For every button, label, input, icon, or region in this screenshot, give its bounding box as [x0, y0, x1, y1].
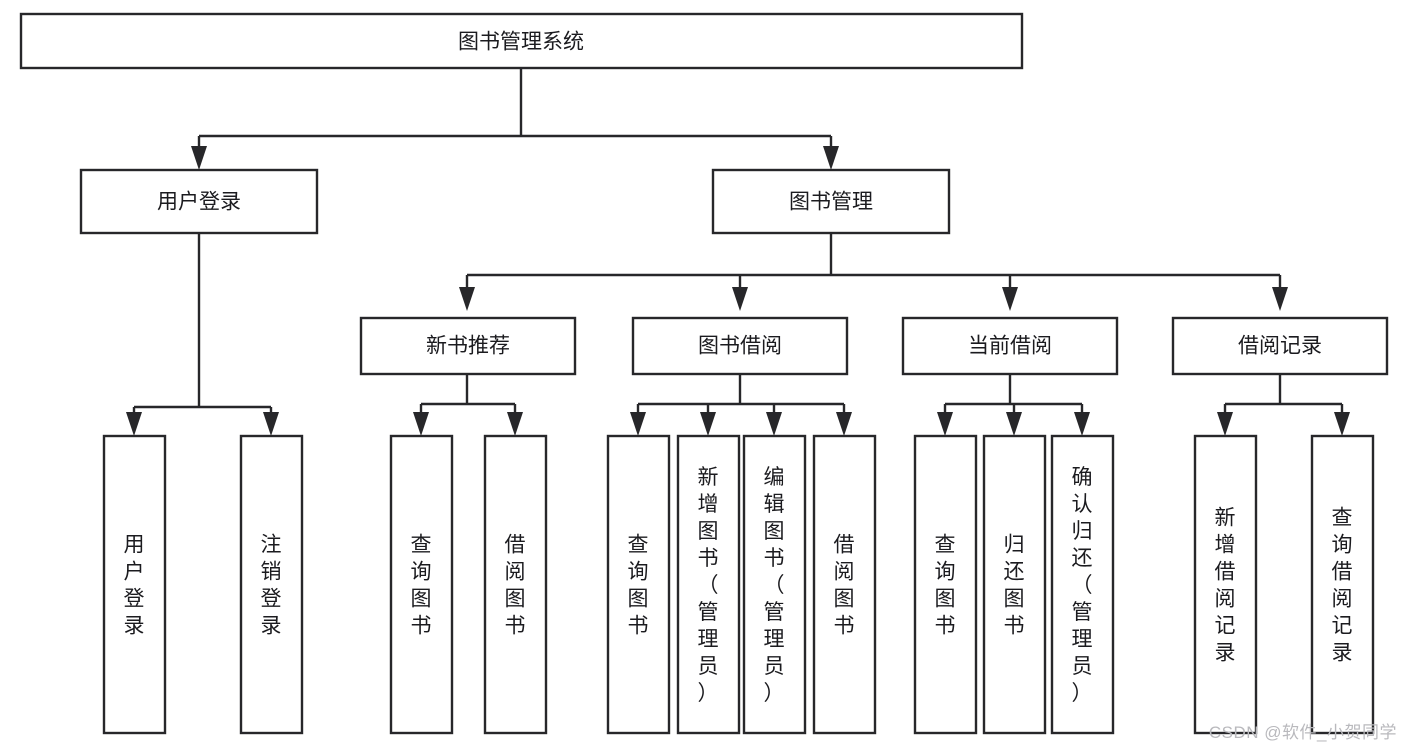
node-leaf2-box[interactable] [239, 434, 304, 735]
node-login-label: 用户登录 [157, 191, 241, 214]
node-borrow[interactable]: 图书借阅 [631, 316, 849, 376]
arrow-head-current [1002, 287, 1018, 311]
arrow-head-leaf5 [630, 412, 646, 436]
node-leaf10-box[interactable] [982, 434, 1047, 735]
arrow-head-login [191, 146, 207, 170]
node-borrow-label: 图书借阅 [698, 335, 782, 358]
node-newbook-box[interactable] [359, 316, 577, 376]
node-current-box[interactable] [901, 316, 1119, 376]
node-records-box[interactable] [1171, 316, 1389, 376]
node-leaf13-box[interactable] [1310, 434, 1375, 735]
node-records[interactable]: 借阅记录 [1171, 316, 1389, 376]
node-login[interactable]: 用户登录 [79, 168, 319, 235]
node-leaf5-label: 查询图书 [628, 534, 649, 638]
node-leaf4[interactable]: 借阅图书 [483, 434, 548, 735]
arrow-head-leaf12 [1217, 412, 1233, 436]
node-newbook[interactable]: 新书推荐 [359, 316, 577, 376]
node-leaf10[interactable]: 归还图书 [982, 434, 1047, 735]
node-leaf11[interactable]: 确认归还（管理员） [1050, 434, 1115, 735]
node-leaf8[interactable]: 借阅图书 [812, 434, 877, 735]
node-current[interactable]: 当前借阅 [901, 316, 1119, 376]
node-leaf12-box[interactable] [1193, 434, 1258, 735]
node-leaf6-label: 新增图书（管理员） [698, 466, 719, 705]
arrow-head-leaf1 [126, 412, 142, 436]
arrow-head-leaf11 [1074, 412, 1090, 436]
node-root-box[interactable] [19, 12, 1024, 70]
arrow-head-leaf7 [766, 412, 782, 436]
node-bookmgmt[interactable]: 图书管理 [711, 168, 951, 235]
node-leaf7-box[interactable] [742, 434, 807, 735]
node-root-label: 图书管理系统 [458, 31, 584, 54]
arrow-head-leaf13 [1334, 412, 1350, 436]
node-current-label: 当前借阅 [968, 335, 1052, 358]
node-leaf12-label: 新增借阅记录 [1215, 507, 1236, 665]
node-leaf1-box[interactable] [102, 434, 167, 735]
node-leaf13-label: 查询借阅记录 [1332, 507, 1353, 665]
node-leaf9-box[interactable] [913, 434, 978, 735]
node-root[interactable]: 图书管理系统 [19, 12, 1024, 70]
arrow-head-newbook [459, 287, 475, 311]
node-leaf7[interactable]: 编辑图书（管理员） [742, 434, 807, 735]
node-borrow-box[interactable] [631, 316, 849, 376]
node-bookmgmt-label: 图书管理 [789, 191, 873, 214]
arrow-head-leaf10 [1006, 412, 1022, 436]
node-leaf6-box[interactable] [676, 434, 741, 735]
node-leaf3-box[interactable] [389, 434, 454, 735]
arrow-head-leaf6 [700, 412, 716, 436]
node-leaf5[interactable]: 查询图书 [606, 434, 671, 735]
arrow-head-records [1272, 287, 1288, 311]
node-leaf9[interactable]: 查询图书 [913, 434, 978, 735]
arrow-head-leaf2 [263, 412, 279, 436]
node-leaf9-label: 查询图书 [935, 534, 956, 638]
node-leaf1[interactable]: 用户登录 [102, 434, 167, 735]
node-leaf2-label: 注销登录 [261, 534, 282, 638]
connector-layer [126, 68, 1350, 436]
csdn-watermark: CSDN @软件_小贺同学 [1208, 723, 1397, 742]
node-bookmgmt-box[interactable] [711, 168, 951, 235]
arrow-head-bookmgmt [823, 146, 839, 170]
node-leaf6[interactable]: 新增图书（管理员） [676, 434, 741, 735]
node-login-box[interactable] [79, 168, 319, 235]
node-leaf4-label: 借阅图书 [505, 534, 526, 638]
node-leaf10-label: 归还图书 [1004, 534, 1025, 638]
node-newbook-label: 新书推荐 [426, 335, 510, 358]
node-leaf2[interactable]: 注销登录 [239, 434, 304, 735]
node-leaf12[interactable]: 新增借阅记录 [1193, 434, 1258, 735]
node-leaf11-label: 确认归还（管理员） [1072, 466, 1093, 705]
node-leaf8-label: 借阅图书 [834, 534, 855, 638]
node-leaf3[interactable]: 查询图书 [389, 434, 454, 735]
arrow-head-leaf9 [937, 412, 953, 436]
node-leaf8-box[interactable] [812, 434, 877, 735]
node-leaf3-label: 查询图书 [411, 534, 432, 638]
arrow-head-leaf3 [413, 412, 429, 436]
node-leaf1-label: 用户登录 [124, 534, 145, 638]
node-leaf11-box[interactable] [1050, 434, 1115, 735]
node-leaf5-box[interactable] [606, 434, 671, 735]
arrow-head-borrow [732, 287, 748, 311]
node-records-label: 借阅记录 [1238, 335, 1322, 358]
arrow-head-leaf8 [836, 412, 852, 436]
node-leaf4-box[interactable] [483, 434, 548, 735]
arrow-head-leaf4 [507, 412, 523, 436]
node-leaf13[interactable]: 查询借阅记录 [1310, 434, 1375, 735]
node-leaf7-label: 编辑图书（管理员） [764, 466, 785, 705]
